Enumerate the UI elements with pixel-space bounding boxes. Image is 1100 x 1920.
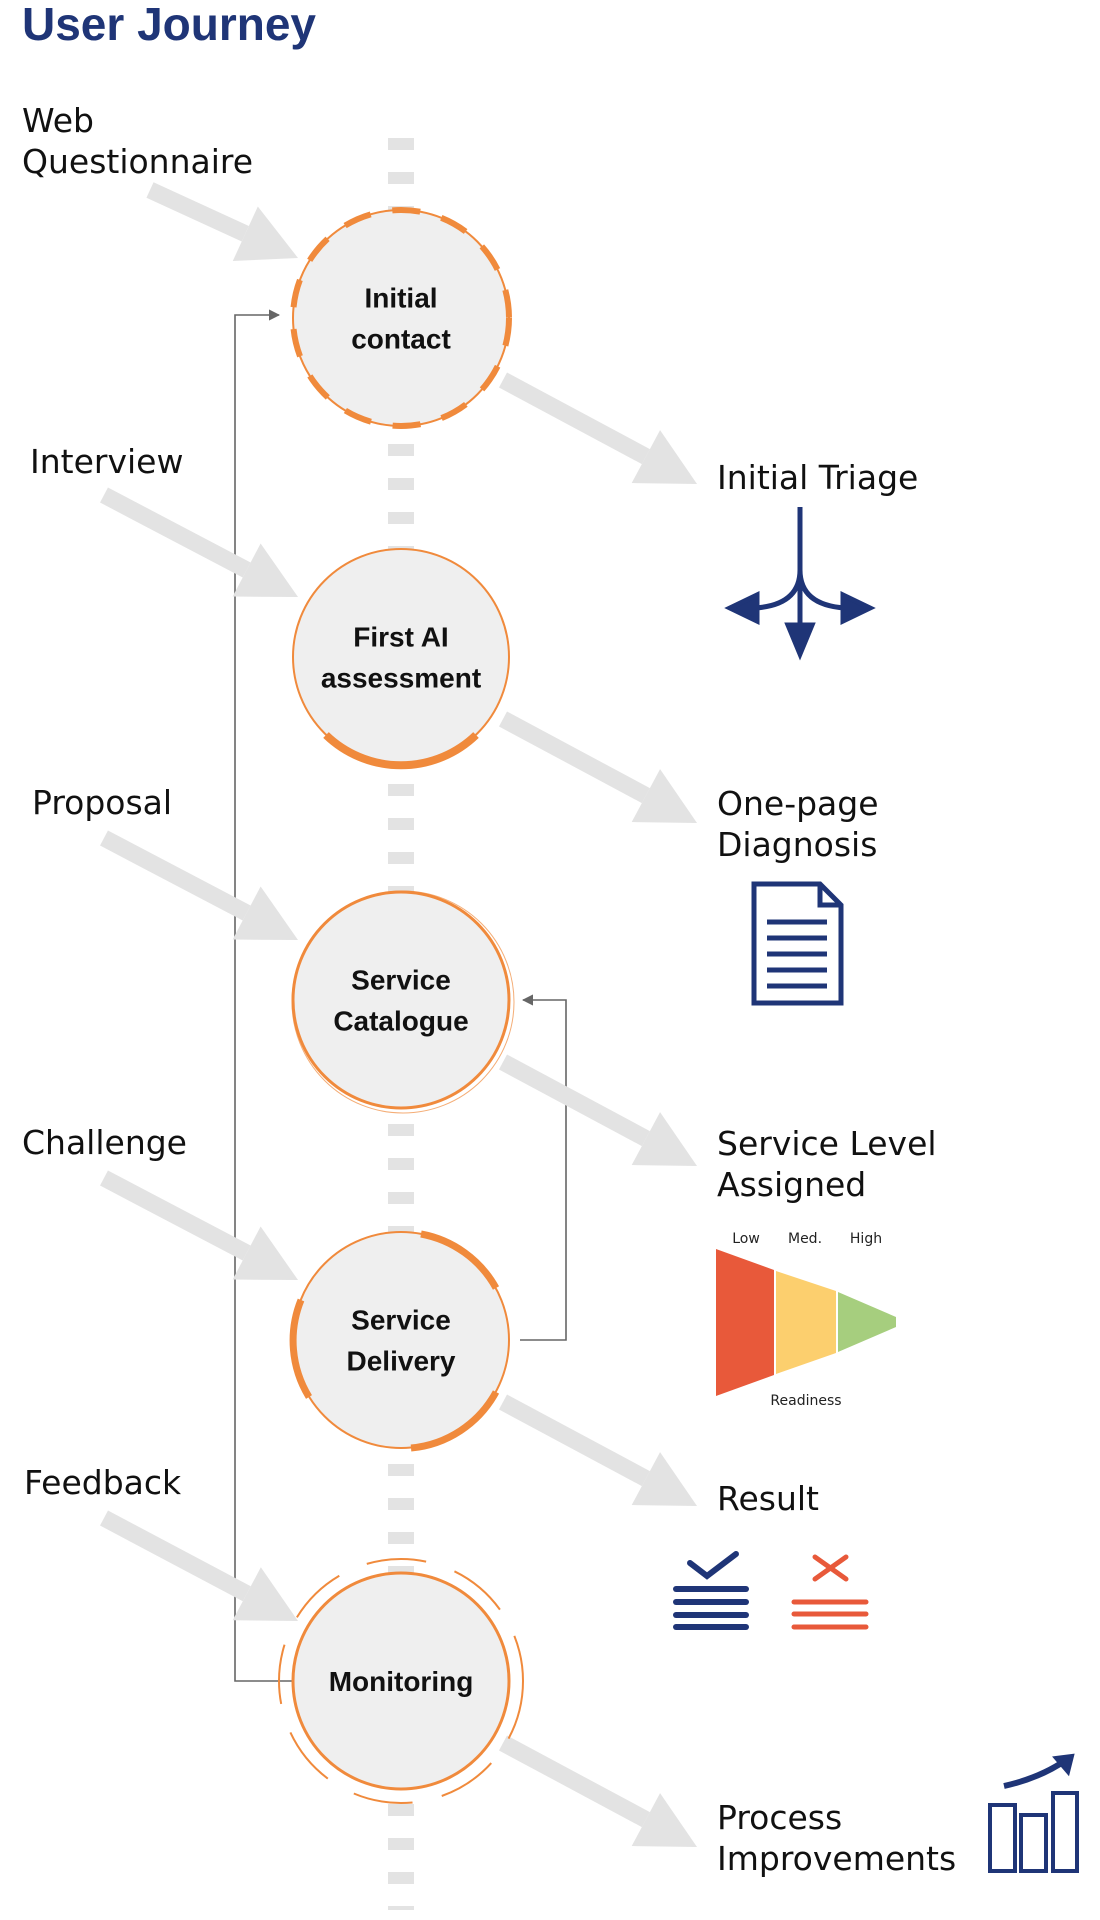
input-label: Interview (30, 442, 183, 481)
readiness-funnel-icon: Low Med. High Readiness (716, 1231, 896, 1409)
input-label: Feedback (24, 1463, 182, 1502)
input-label-line: Proposal (32, 783, 172, 822)
stage-label: Monitoring (329, 1666, 474, 1697)
input-label-line: Feedback (24, 1463, 182, 1502)
stage-node[interactable]: Initial contact (290, 207, 512, 429)
input-arrow (146, 182, 298, 262)
stage-node[interactable]: Monitoring (278, 1558, 524, 1804)
stage-label-line: Service (351, 965, 451, 996)
check-list-icon (673, 1551, 749, 1630)
funnel-segment-med (776, 1271, 836, 1374)
output-arrow (498, 372, 697, 484)
output-arrow (498, 1394, 697, 1506)
challenge-loop-connector (520, 994, 567, 1341)
output-label-line: Assigned (717, 1165, 866, 1204)
output-label-line: Improvements (717, 1839, 956, 1878)
output-label-line: Process (717, 1798, 842, 1837)
feedback-loop-connector (234, 309, 293, 1682)
output-label-line: Service Level (717, 1124, 937, 1163)
output-arrow (498, 711, 697, 823)
stage-label-line: Catalogue (333, 1006, 468, 1037)
input-arrow (100, 830, 298, 940)
stage-label-line: contact (351, 324, 451, 355)
stage-label: Initial contact (351, 283, 451, 355)
output-label: Result (717, 1479, 819, 1518)
stage-label-line: assessment (321, 663, 481, 694)
output-label-line: Result (717, 1479, 819, 1518)
output-label-line: Diagnosis (717, 825, 877, 864)
input-label-line: Interview (30, 442, 183, 481)
input-label-line: Web (22, 101, 94, 140)
input-arrow (100, 487, 298, 597)
stage-label-line: Service (351, 1305, 451, 1336)
output-label-line: One-page (717, 784, 879, 823)
split-arrows-icon (724, 507, 876, 661)
output-arrow (498, 1735, 697, 1847)
stage-label: First AI assessment (321, 622, 481, 694)
stage-node[interactable]: First AI assessment (292, 548, 510, 770)
funnel-level-low: Low (732, 1231, 760, 1247)
document-icon (751, 881, 844, 1006)
output-label: Initial Triage (717, 458, 918, 497)
bar-chart-growth-icon (988, 1753, 1079, 1873)
output-label-line: Initial Triage (717, 458, 918, 497)
stage-label-line: First AI (353, 622, 448, 653)
funnel-segment-high (838, 1292, 896, 1352)
stage-label-line: Delivery (347, 1346, 456, 1377)
pass-fail-list-icon (673, 1551, 869, 1630)
stage-label-line: Monitoring (329, 1666, 474, 1697)
page-title: User Journey (22, 0, 316, 50)
input-label: Proposal (32, 783, 172, 822)
cross-list-icon (791, 1554, 869, 1630)
funnel-level-high: High (850, 1231, 882, 1247)
input-arrow (100, 1170, 298, 1280)
input-label-line: Challenge (22, 1123, 187, 1162)
input-label-line: Questionnaire (22, 142, 253, 181)
funnel-level-med: Med. (788, 1231, 822, 1247)
input-label: Challenge (22, 1123, 187, 1162)
funnel-axis-label: Readiness (770, 1393, 841, 1409)
funnel-segment-low (716, 1249, 774, 1396)
input-arrow (100, 1510, 298, 1621)
stage-label-line: Initial (364, 283, 437, 314)
output-arrow (498, 1054, 697, 1166)
